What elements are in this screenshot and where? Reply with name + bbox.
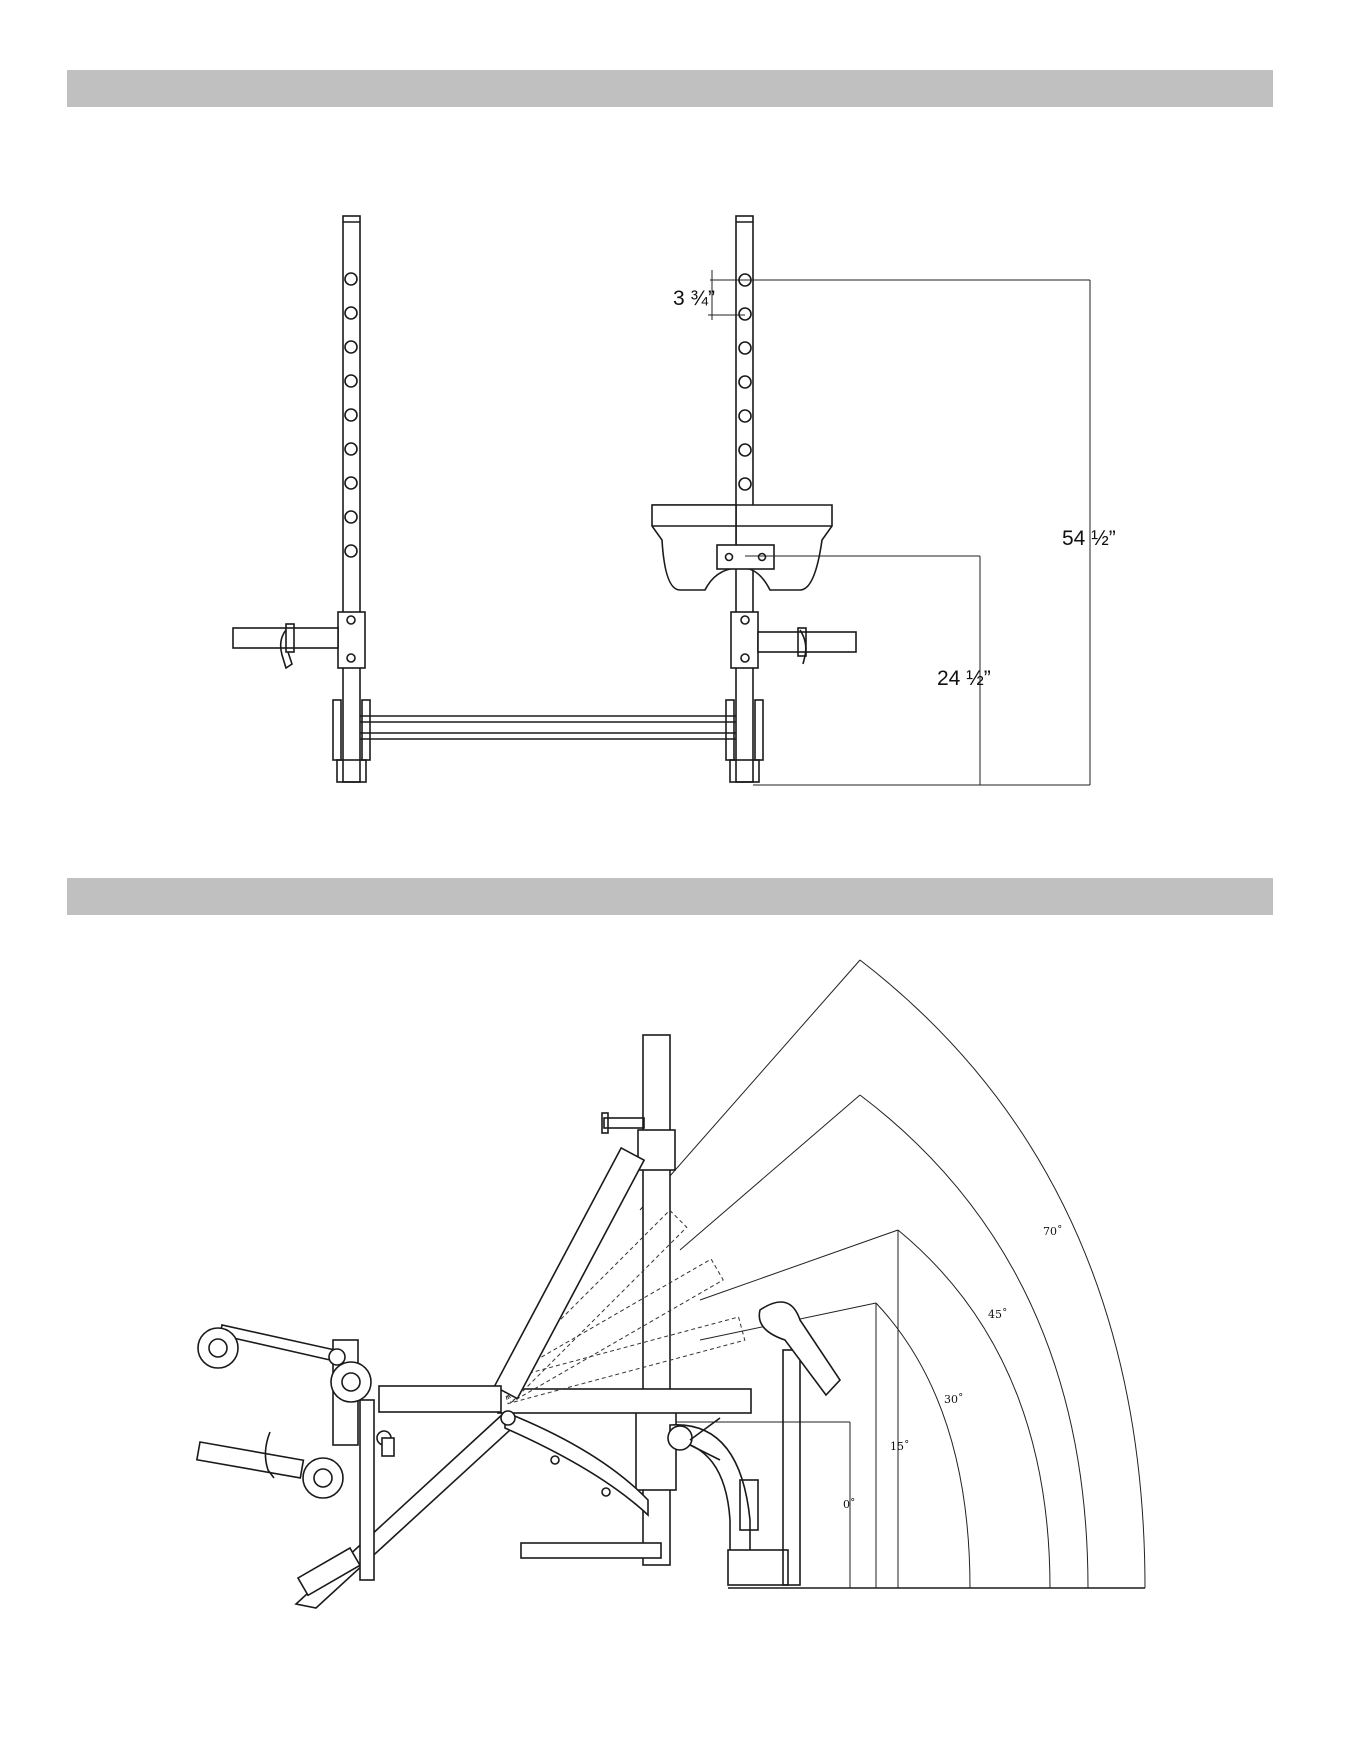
seat-pad (379, 1386, 501, 1412)
angle-radial-line (640, 960, 860, 1210)
angle-radial-line (680, 1095, 860, 1250)
angle-label-70: 70˚ (1043, 1225, 1063, 1238)
rear-support (668, 1302, 840, 1585)
angle-label-30: 30˚ (944, 1393, 964, 1406)
angle-label-45: 45˚ (988, 1308, 1008, 1321)
angle-label-0: 0˚ (843, 1498, 856, 1511)
backrest-positions (494, 1148, 751, 1413)
angle-label-15: 15˚ (890, 1440, 910, 1453)
angle-arcs (640, 960, 1145, 1588)
angle-arc (860, 1095, 1088, 1588)
angle-arc (860, 960, 1145, 1588)
angle-arc (898, 1230, 1050, 1588)
angle-radial-line (700, 1230, 898, 1300)
